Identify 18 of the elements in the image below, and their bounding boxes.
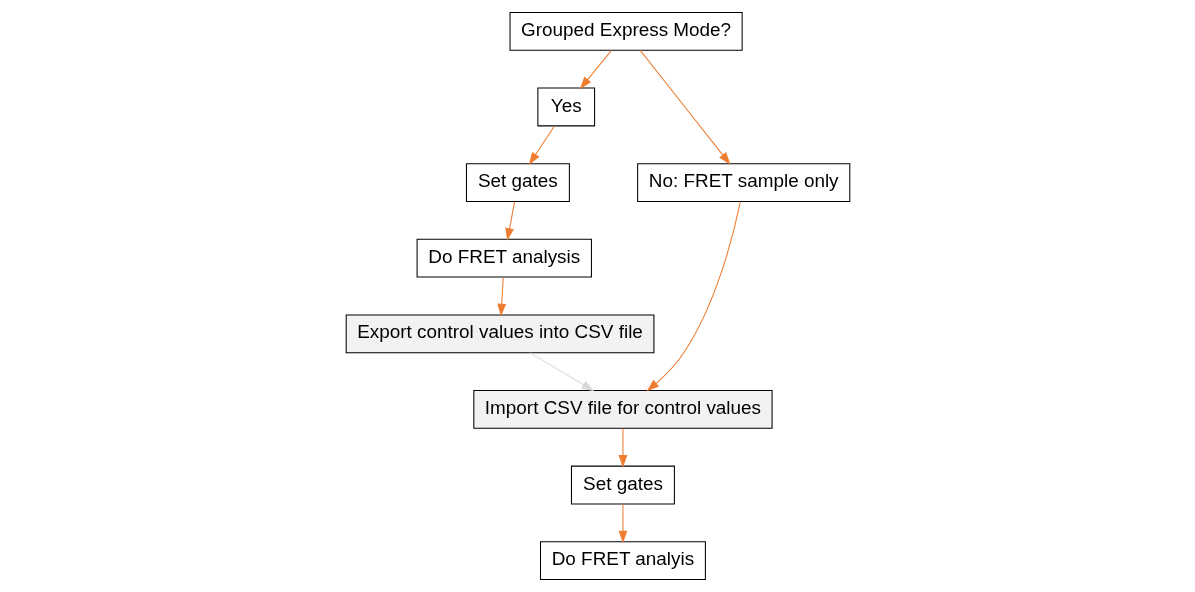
arrow [579,50,612,90]
node-box: No: FRET sample only [636,163,850,202]
arrow [646,201,741,392]
node-box: Grouped Express Mode? [509,11,743,51]
arrow [529,352,594,392]
node-box: Set gates [570,465,675,505]
node-box: Import CSV file for control values [472,390,773,429]
node-box: Yes [536,87,595,127]
node-box: Set gates [465,163,570,202]
node-box: Do FRET analyis [539,541,706,581]
arrow [496,276,506,317]
arrow [618,428,627,468]
arrow [504,201,515,241]
arrow [639,49,730,165]
arrow [528,125,555,165]
node-box: Export control values into CSV file [345,314,654,354]
node-box: Do FRET analysis [416,238,592,278]
arrow [618,503,627,544]
